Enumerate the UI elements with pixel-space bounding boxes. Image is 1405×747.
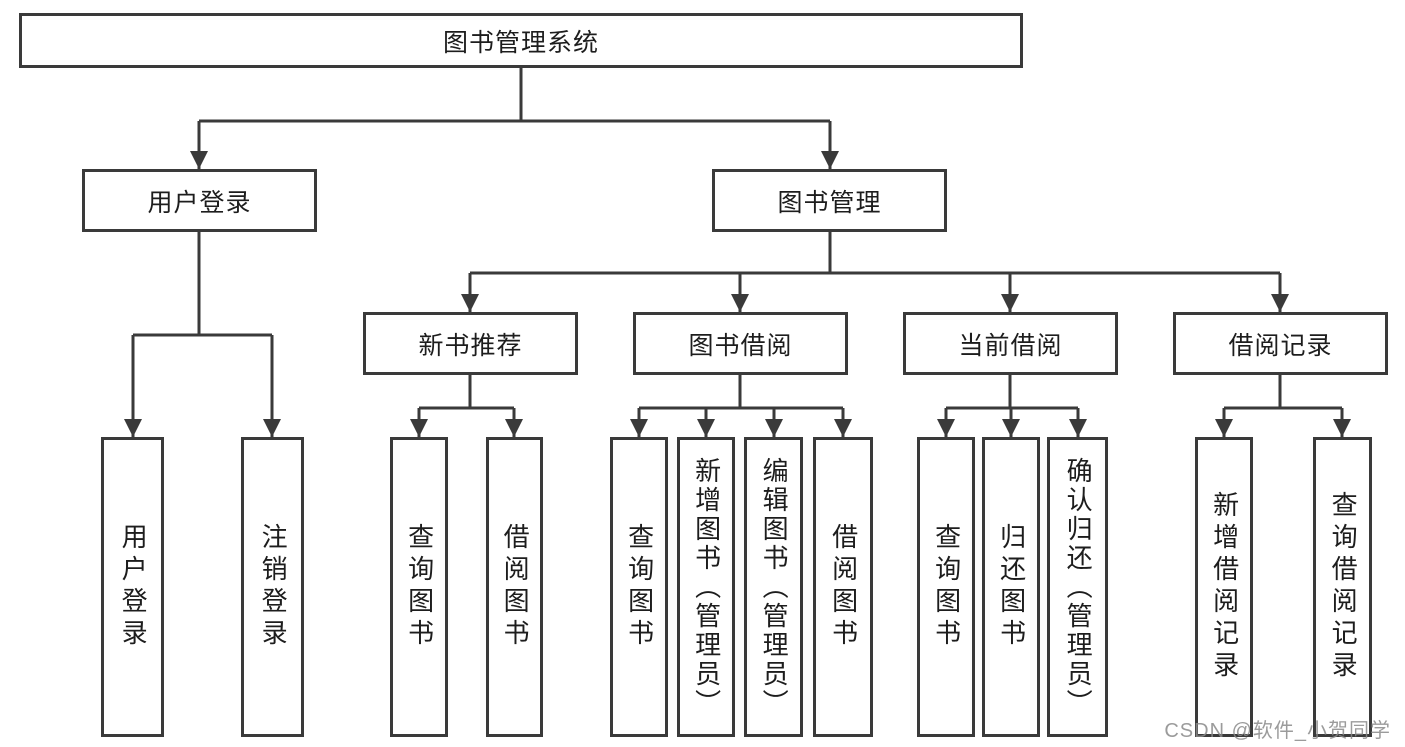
node-book-management: 图书管理 (712, 169, 947, 232)
connector-borrow-records-bus (1224, 375, 1342, 410)
leaf-query-books-2: 查询图书 (610, 437, 668, 737)
leaf-logout: 注销登录 (241, 437, 304, 737)
leaf-query-borrow-record: 查询借阅记录 (1313, 437, 1372, 737)
leaf-confirm-return-admin: 确认归还（管理员） (1047, 437, 1108, 737)
connector-book-borrow-bus (639, 375, 843, 410)
connector-book-management-bus (470, 232, 1280, 275)
node-current-borrow: 当前借阅 (903, 312, 1118, 375)
leaf-return-book: 归还图书 (982, 437, 1040, 737)
node-library-system: 图书管理系统 (19, 13, 1023, 68)
node-new-book-recommend: 新书推荐 (363, 312, 578, 375)
connector-new-book-recommend-bus (419, 375, 514, 410)
node-user-login: 用户登录 (82, 169, 317, 232)
leaf-query-books-3: 查询图书 (917, 437, 975, 737)
leaf-edit-book-admin: 编辑图书（管理员） (744, 437, 803, 737)
connector-current-borrow-bus (946, 375, 1078, 410)
node-borrow-records: 借阅记录 (1173, 312, 1388, 375)
leaf-add-borrow-record: 新增借阅记录 (1195, 437, 1253, 737)
leaf-borrow-books-2: 借阅图书 (813, 437, 873, 737)
leaf-add-book-admin: 新增图书（管理员） (677, 437, 735, 737)
leaf-query-books-1: 查询图书 (390, 437, 448, 737)
leaf-user-login: 用户登录 (101, 437, 164, 737)
node-book-borrow: 图书借阅 (633, 312, 848, 375)
connector-user-login-bus (133, 232, 272, 337)
leaf-borrow-books-1: 借阅图书 (486, 437, 543, 737)
connector-root-bus (199, 68, 830, 123)
watermark-text: CSDN @软件_小贺同学 (1164, 720, 1391, 742)
